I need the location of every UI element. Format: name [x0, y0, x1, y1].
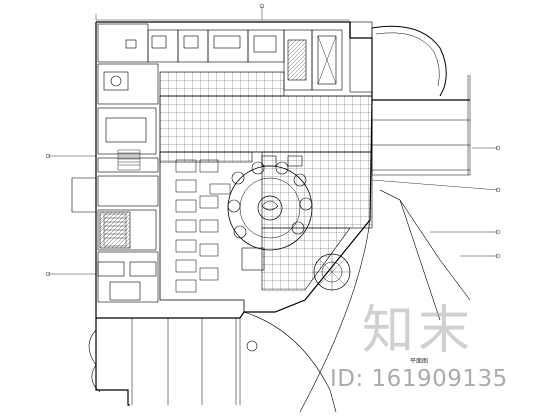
top-rooms: [97, 23, 343, 91]
top-dimension-lines: [95, 3, 350, 21]
right-parking-bays: [371, 75, 471, 176]
top-right-round-tower: [349, 21, 447, 100]
lower-parking-bays: [131, 318, 241, 405]
left-rooms: [97, 63, 159, 303]
round-feature: [313, 253, 351, 291]
section-markers: [45, 145, 501, 277]
plan-caption: 平面图: [410, 359, 429, 365]
left-curved-bays: [71, 177, 101, 393]
curved-driveway: [243, 189, 471, 413]
central-round-lounge: [227, 155, 313, 271]
watermark-brand: 知末: [362, 301, 475, 361]
booth-seating: [175, 159, 231, 293]
left-staircases: [103, 149, 141, 247]
watermark-id: ID: 161909135: [330, 366, 508, 392]
tiled-hall: [159, 71, 373, 312]
